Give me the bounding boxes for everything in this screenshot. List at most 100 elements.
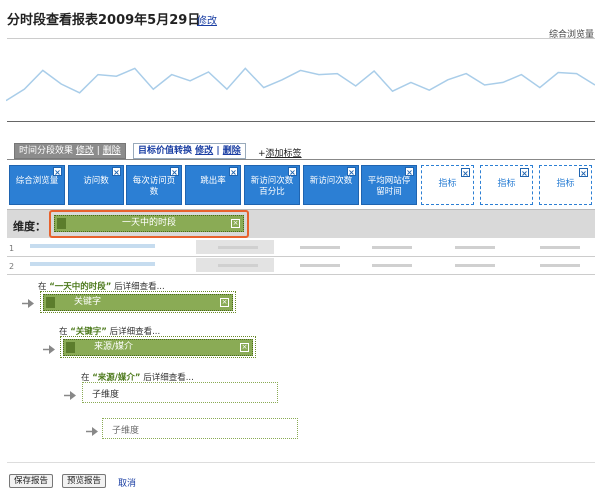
add-tab-link[interactable]: +添加标签 xyxy=(258,146,302,159)
hint-dimension: “来源/媒介” xyxy=(92,373,141,383)
hint-prefix: 在 xyxy=(59,327,68,337)
tab-delete-link[interactable]: 删除 xyxy=(222,146,241,156)
add-tab-label: 添加标签 xyxy=(265,149,302,159)
dimension-chip-label: 一天中的时段 xyxy=(121,218,176,228)
row-number: 2 xyxy=(9,262,15,271)
metric-placeholder[interactable]: × 指标 xyxy=(539,165,592,205)
close-icon[interactable]: × xyxy=(288,167,297,177)
row-divider xyxy=(7,274,595,275)
arrow-right-icon xyxy=(22,299,34,308)
close-icon[interactable]: × xyxy=(405,167,414,177)
row-cell-bar xyxy=(540,246,580,249)
metric-card[interactable]: ×新访问次数 xyxy=(303,165,359,205)
cancel-link[interactable]: 取消 xyxy=(118,479,137,489)
dimension-chip[interactable]: 一天中的时段 × xyxy=(54,215,244,232)
page-title: 分时段查看报表2009年5月29日 xyxy=(7,13,201,28)
tab-divider xyxy=(7,159,595,160)
dimension-chip-label: 关键字 xyxy=(74,297,102,307)
dimension-chip-label: 来源/媒介 xyxy=(94,342,134,352)
tab-delete-link[interactable]: 删除 xyxy=(102,146,121,156)
close-icon[interactable]: × xyxy=(220,298,229,307)
row-divider xyxy=(7,256,595,257)
row-cell-bar xyxy=(540,264,580,267)
drag-handle-icon[interactable] xyxy=(57,218,66,229)
metric-card[interactable]: ×访问数 xyxy=(68,165,124,205)
tab-edit-link[interactable]: 修改 xyxy=(195,146,214,156)
row-placeholder-bar xyxy=(30,244,155,248)
row-cell-bar xyxy=(455,246,495,249)
row-cell-bar xyxy=(218,264,258,267)
placeholder-label: 指标 xyxy=(497,179,516,189)
metric-placeholder[interactable]: × 指标 xyxy=(421,165,474,205)
hint-suffix: 后详细查看... xyxy=(109,327,161,337)
hint-suffix: 后详细查看... xyxy=(143,373,194,383)
sub-dimension-slot[interactable]: 子维度 xyxy=(82,382,278,403)
tab-label: 目标价值转换 xyxy=(138,146,193,156)
close-icon[interactable]: × xyxy=(53,167,62,177)
dimension-label: 维度： xyxy=(13,220,46,233)
sparkline-series xyxy=(6,67,595,102)
close-icon[interactable]: × xyxy=(520,168,529,178)
metric-card[interactable]: ×跳出率 xyxy=(185,165,241,205)
sparkline-chart xyxy=(6,67,595,102)
row-cell-bar xyxy=(455,264,495,267)
drag-handle-icon[interactable] xyxy=(46,297,55,308)
sub-dimension-slot[interactable]: 子维度 xyxy=(102,418,298,439)
placeholder-label: 指标 xyxy=(438,179,457,189)
save-report-button[interactable]: 保存报告 xyxy=(9,474,54,488)
hint-dimension: “关键字” xyxy=(70,327,107,337)
close-icon[interactable]: × xyxy=(240,343,249,352)
row-placeholder-bar xyxy=(30,262,155,266)
metric-card[interactable]: ×每次访问页数 xyxy=(126,165,182,205)
metric-card[interactable]: ×平均网站停留时间 xyxy=(361,165,417,205)
divider xyxy=(7,462,595,463)
close-icon[interactable]: × xyxy=(231,219,240,228)
tab-time-segment[interactable]: 时间分段效果 修改 | 删除 xyxy=(14,143,126,159)
metric-card[interactable]: ×新访问次数百分比 xyxy=(244,165,300,205)
close-icon[interactable]: × xyxy=(170,167,179,177)
dimension-chip[interactable]: 关键字 × xyxy=(43,294,233,311)
row-cell-bar xyxy=(372,246,412,249)
tab-separator: | xyxy=(96,146,100,156)
sparkline-baseline xyxy=(7,121,595,122)
row-number: 1 xyxy=(9,244,15,253)
hint-suffix: 后详细查看... xyxy=(114,282,165,292)
dimension-chip-highlight: 一天中的时段 × xyxy=(49,210,249,238)
title-edit-link[interactable]: 修改 xyxy=(197,16,217,27)
placeholder-label: 指标 xyxy=(556,179,575,189)
metric-label: 跳出率 xyxy=(200,176,226,186)
tab-label: 时间分段效果 xyxy=(19,146,74,156)
drag-handle-icon[interactable] xyxy=(66,342,75,353)
close-icon[interactable]: × xyxy=(461,168,470,178)
drilldown-slot: 关键字 × xyxy=(40,291,236,313)
row-cell-bar xyxy=(300,264,340,267)
arrow-right-icon xyxy=(64,391,76,400)
row-cell-bar xyxy=(372,264,412,267)
arrow-right-icon xyxy=(86,427,98,436)
drilldown-hint: 在 “关键字” 后详细查看... xyxy=(59,325,160,337)
metric-label: 平均网站停留时间 xyxy=(367,176,411,197)
close-icon[interactable]: × xyxy=(229,167,238,177)
metric-label: 访问数 xyxy=(83,176,109,186)
drilldown-hint: 在 “一天中的时段” 后详细查看... xyxy=(38,280,165,292)
metric-label: 新访问次数百分比 xyxy=(250,176,294,197)
hint-prefix: 在 xyxy=(38,282,47,292)
tab-edit-link[interactable]: 修改 xyxy=(75,146,94,156)
close-icon[interactable]: × xyxy=(112,167,121,177)
metric-label: 每次访问页数 xyxy=(132,176,176,197)
row-cell-bar xyxy=(300,246,340,249)
dimension-chip[interactable]: 来源/媒介 × xyxy=(63,339,253,356)
metric-placeholder[interactable]: × 指标 xyxy=(480,165,533,205)
hint-dimension: “一天中的时段” xyxy=(49,282,112,292)
metric-card[interactable]: ×综合浏览量 xyxy=(9,165,65,205)
close-icon[interactable]: × xyxy=(347,167,356,177)
close-icon[interactable]: × xyxy=(579,168,588,178)
metric-label: 综合浏览量 xyxy=(15,176,59,186)
tab-separator: | xyxy=(216,146,220,156)
sparkline-metric-label: 综合浏览量 xyxy=(548,30,594,40)
drilldown-slot: 来源/媒介 × xyxy=(60,336,256,358)
tab-goal-value[interactable]: 目标价值转换 修改 | 删除 xyxy=(133,143,246,159)
metric-label: 新访问次数 xyxy=(309,176,353,186)
plus-icon: + xyxy=(258,149,266,159)
preview-report-button[interactable]: 预览报告 xyxy=(62,474,107,488)
